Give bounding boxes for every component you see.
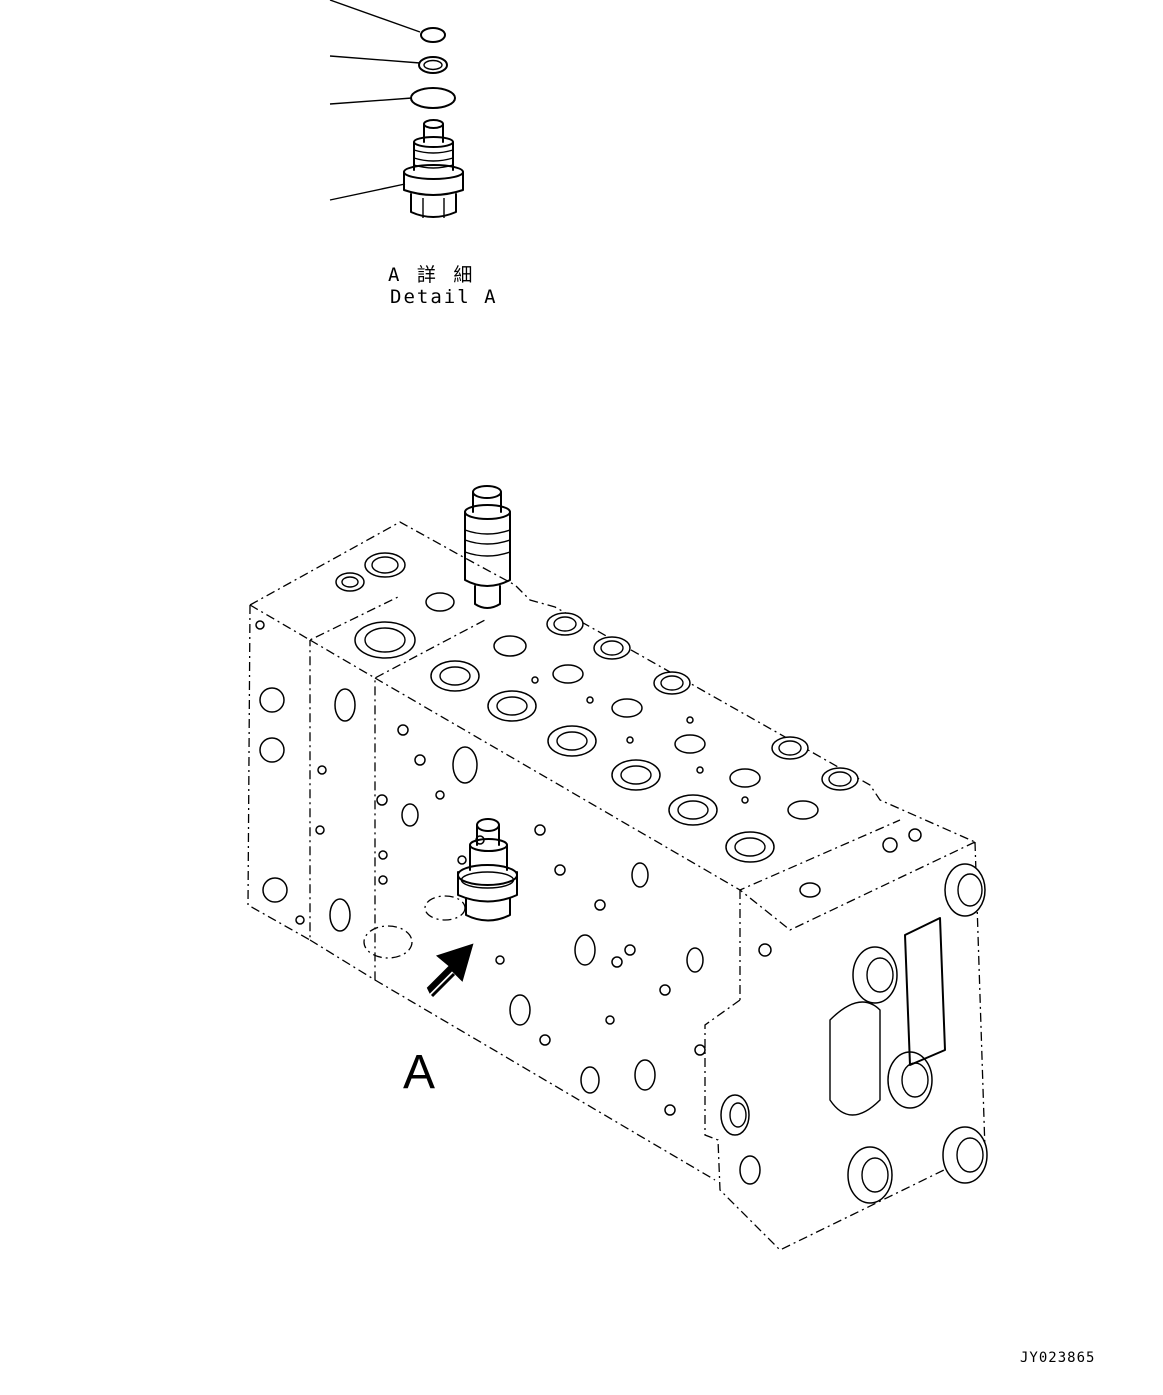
backup-ring-part (418, 56, 448, 74)
valve-plug-part (403, 119, 464, 218)
view-a-label: A (403, 1046, 436, 1099)
cap-part (420, 27, 446, 43)
o-ring-part (410, 87, 456, 109)
leader-line-4 (329, 183, 406, 201)
drawing-id-label: JY023865 (1020, 1350, 1096, 1366)
detail-a-japanese-label: A 詳 細 (388, 264, 476, 286)
valve-body-top-outline (249, 521, 976, 843)
top-relief-valve (464, 485, 511, 609)
end-cover-bosses (720, 828, 988, 1204)
front-valve-plug (457, 818, 518, 922)
leader-line-2 (329, 55, 421, 64)
control-valve-body (247, 485, 988, 1251)
leader-line-1 (329, 0, 421, 33)
detail-a-group (329, 0, 464, 218)
leader-line-3 (329, 97, 413, 105)
detail-a-english-label: Detail A (390, 286, 498, 308)
top-face-ports (335, 552, 859, 863)
view-direction-arrow (426, 943, 474, 998)
front-face-ports (255, 620, 706, 1116)
